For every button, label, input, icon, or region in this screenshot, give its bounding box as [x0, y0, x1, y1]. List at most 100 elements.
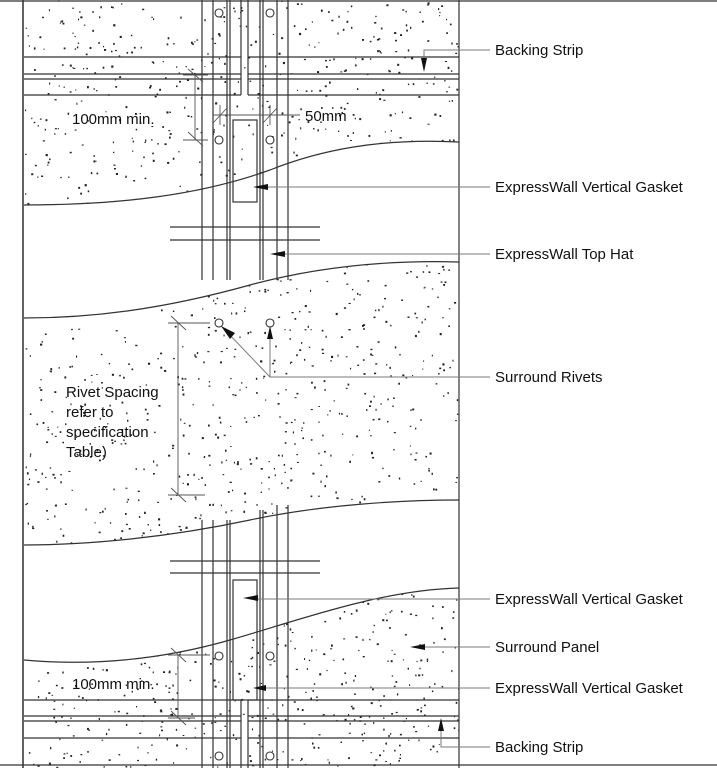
stipple-dot [154, 644, 157, 646]
stipple-dot [126, 523, 128, 526]
stipple-dot [34, 164, 37, 167]
stipple-dot [51, 433, 53, 436]
stipple-dot [431, 472, 433, 475]
stipple-dot [213, 191, 216, 193]
stipple-dot [62, 22, 65, 25]
stipple-dot [318, 42, 320, 44]
stipple-dot [435, 585, 436, 586]
stipple-dot [320, 480, 322, 483]
stipple-dot [241, 6, 243, 9]
stipple-dot [219, 713, 222, 715]
stipple-dot [214, 721, 217, 723]
stipple-dot [389, 162, 392, 165]
stipple-dot [393, 432, 396, 434]
stipple-dot [457, 46, 459, 48]
stipple-dot [303, 422, 305, 424]
stipple-dot [265, 65, 267, 68]
stipple-dot [353, 719, 356, 721]
stipple-dot [347, 383, 350, 386]
stipple-dot [353, 693, 356, 695]
stipple-dot [70, 755, 73, 757]
stipple-dot [140, 663, 143, 666]
stipple-dot [390, 130, 392, 132]
stipple-dot [285, 372, 288, 375]
stipple-dot [99, 459, 101, 462]
stipple-dot [363, 373, 366, 375]
stipple-dot [257, 742, 260, 744]
stipple-dot [346, 171, 349, 174]
stipple-dot [301, 758, 303, 761]
stipple-dot [76, 453, 79, 456]
stipple-dot [304, 305, 307, 308]
stipple-dot [84, 403, 86, 406]
stipple-dot [114, 50, 117, 52]
stipple-dot [418, 330, 420, 333]
stipple-dot [324, 620, 327, 623]
stipple-dot [161, 721, 164, 723]
stipple-dot [207, 637, 210, 639]
stipple-dot [431, 288, 434, 290]
stipple-dot [252, 639, 255, 641]
stipple-dot [427, 725, 430, 727]
stipple-dot [391, 649, 393, 652]
stipple-dot [213, 128, 215, 131]
stipple-dot [456, 413, 459, 415]
stipple-dot [64, 302, 67, 305]
stipple-dot [264, 717, 267, 720]
stipple-dot [111, 65, 114, 68]
stipple-dot [389, 140, 391, 142]
stipple-dot [37, 764, 40, 767]
stipple-dot [333, 261, 336, 263]
stipple-dot [199, 517, 201, 520]
stipple-dot [390, 143, 392, 146]
stipple-dot [423, 287, 425, 289]
stipple-dot [378, 418, 381, 421]
stipple-dot [32, 525, 34, 528]
stipple-dot [31, 314, 33, 317]
stipple-dot [43, 656, 46, 658]
stipple-dot [313, 128, 315, 130]
stipple-dot [392, 405, 394, 407]
stipple-dot [453, 727, 456, 730]
stipple-dot [124, 442, 127, 445]
stipple-dot [291, 115, 294, 118]
stipple-dot [385, 761, 387, 762]
stipple-dot [276, 759, 279, 761]
stipple-dot [412, 408, 415, 411]
stipple-dot [125, 272, 127, 275]
stipple-dot [108, 275, 111, 277]
stipple-dot [410, 271, 412, 273]
stipple-dot [324, 589, 326, 591]
stipple-dot [452, 617, 455, 619]
stipple-dot [164, 370, 167, 372]
stipple-dot [100, 6, 102, 9]
stipple-dot [169, 111, 171, 113]
stipple-dot [252, 541, 255, 543]
stipple-dot [447, 539, 449, 542]
stipple-dot [44, 333, 47, 335]
stipple-dot [370, 686, 372, 689]
stipple-dot [113, 164, 116, 166]
stipple-dot [165, 685, 167, 688]
stipple-dot [375, 204, 377, 205]
stipple-dot [294, 318, 297, 320]
stipple-dot [39, 298, 41, 301]
stipple-dot [395, 681, 398, 683]
stipple-dot [108, 728, 110, 731]
stipple-dot [331, 19, 334, 22]
stipple-dot [208, 454, 211, 457]
stipple-dot [169, 622, 172, 624]
callout-vertical-gasket-2: ExpressWall Vertical Gasket [495, 591, 684, 608]
stipple-dot [273, 468, 275, 470]
stipple-dot [277, 643, 279, 646]
stipple-dot [401, 299, 403, 301]
stipple-dot [251, 646, 253, 649]
stipple-dot [166, 43, 169, 46]
stipple-dot [438, 744, 440, 746]
stipple-dot [151, 139, 153, 141]
stipple-dot [311, 21, 313, 23]
stipple-dot [65, 396, 67, 399]
stipple-dot [406, 29, 408, 32]
callout-surround-panel: Surround Panel [495, 639, 599, 656]
stipple-dot [61, 64, 64, 66]
